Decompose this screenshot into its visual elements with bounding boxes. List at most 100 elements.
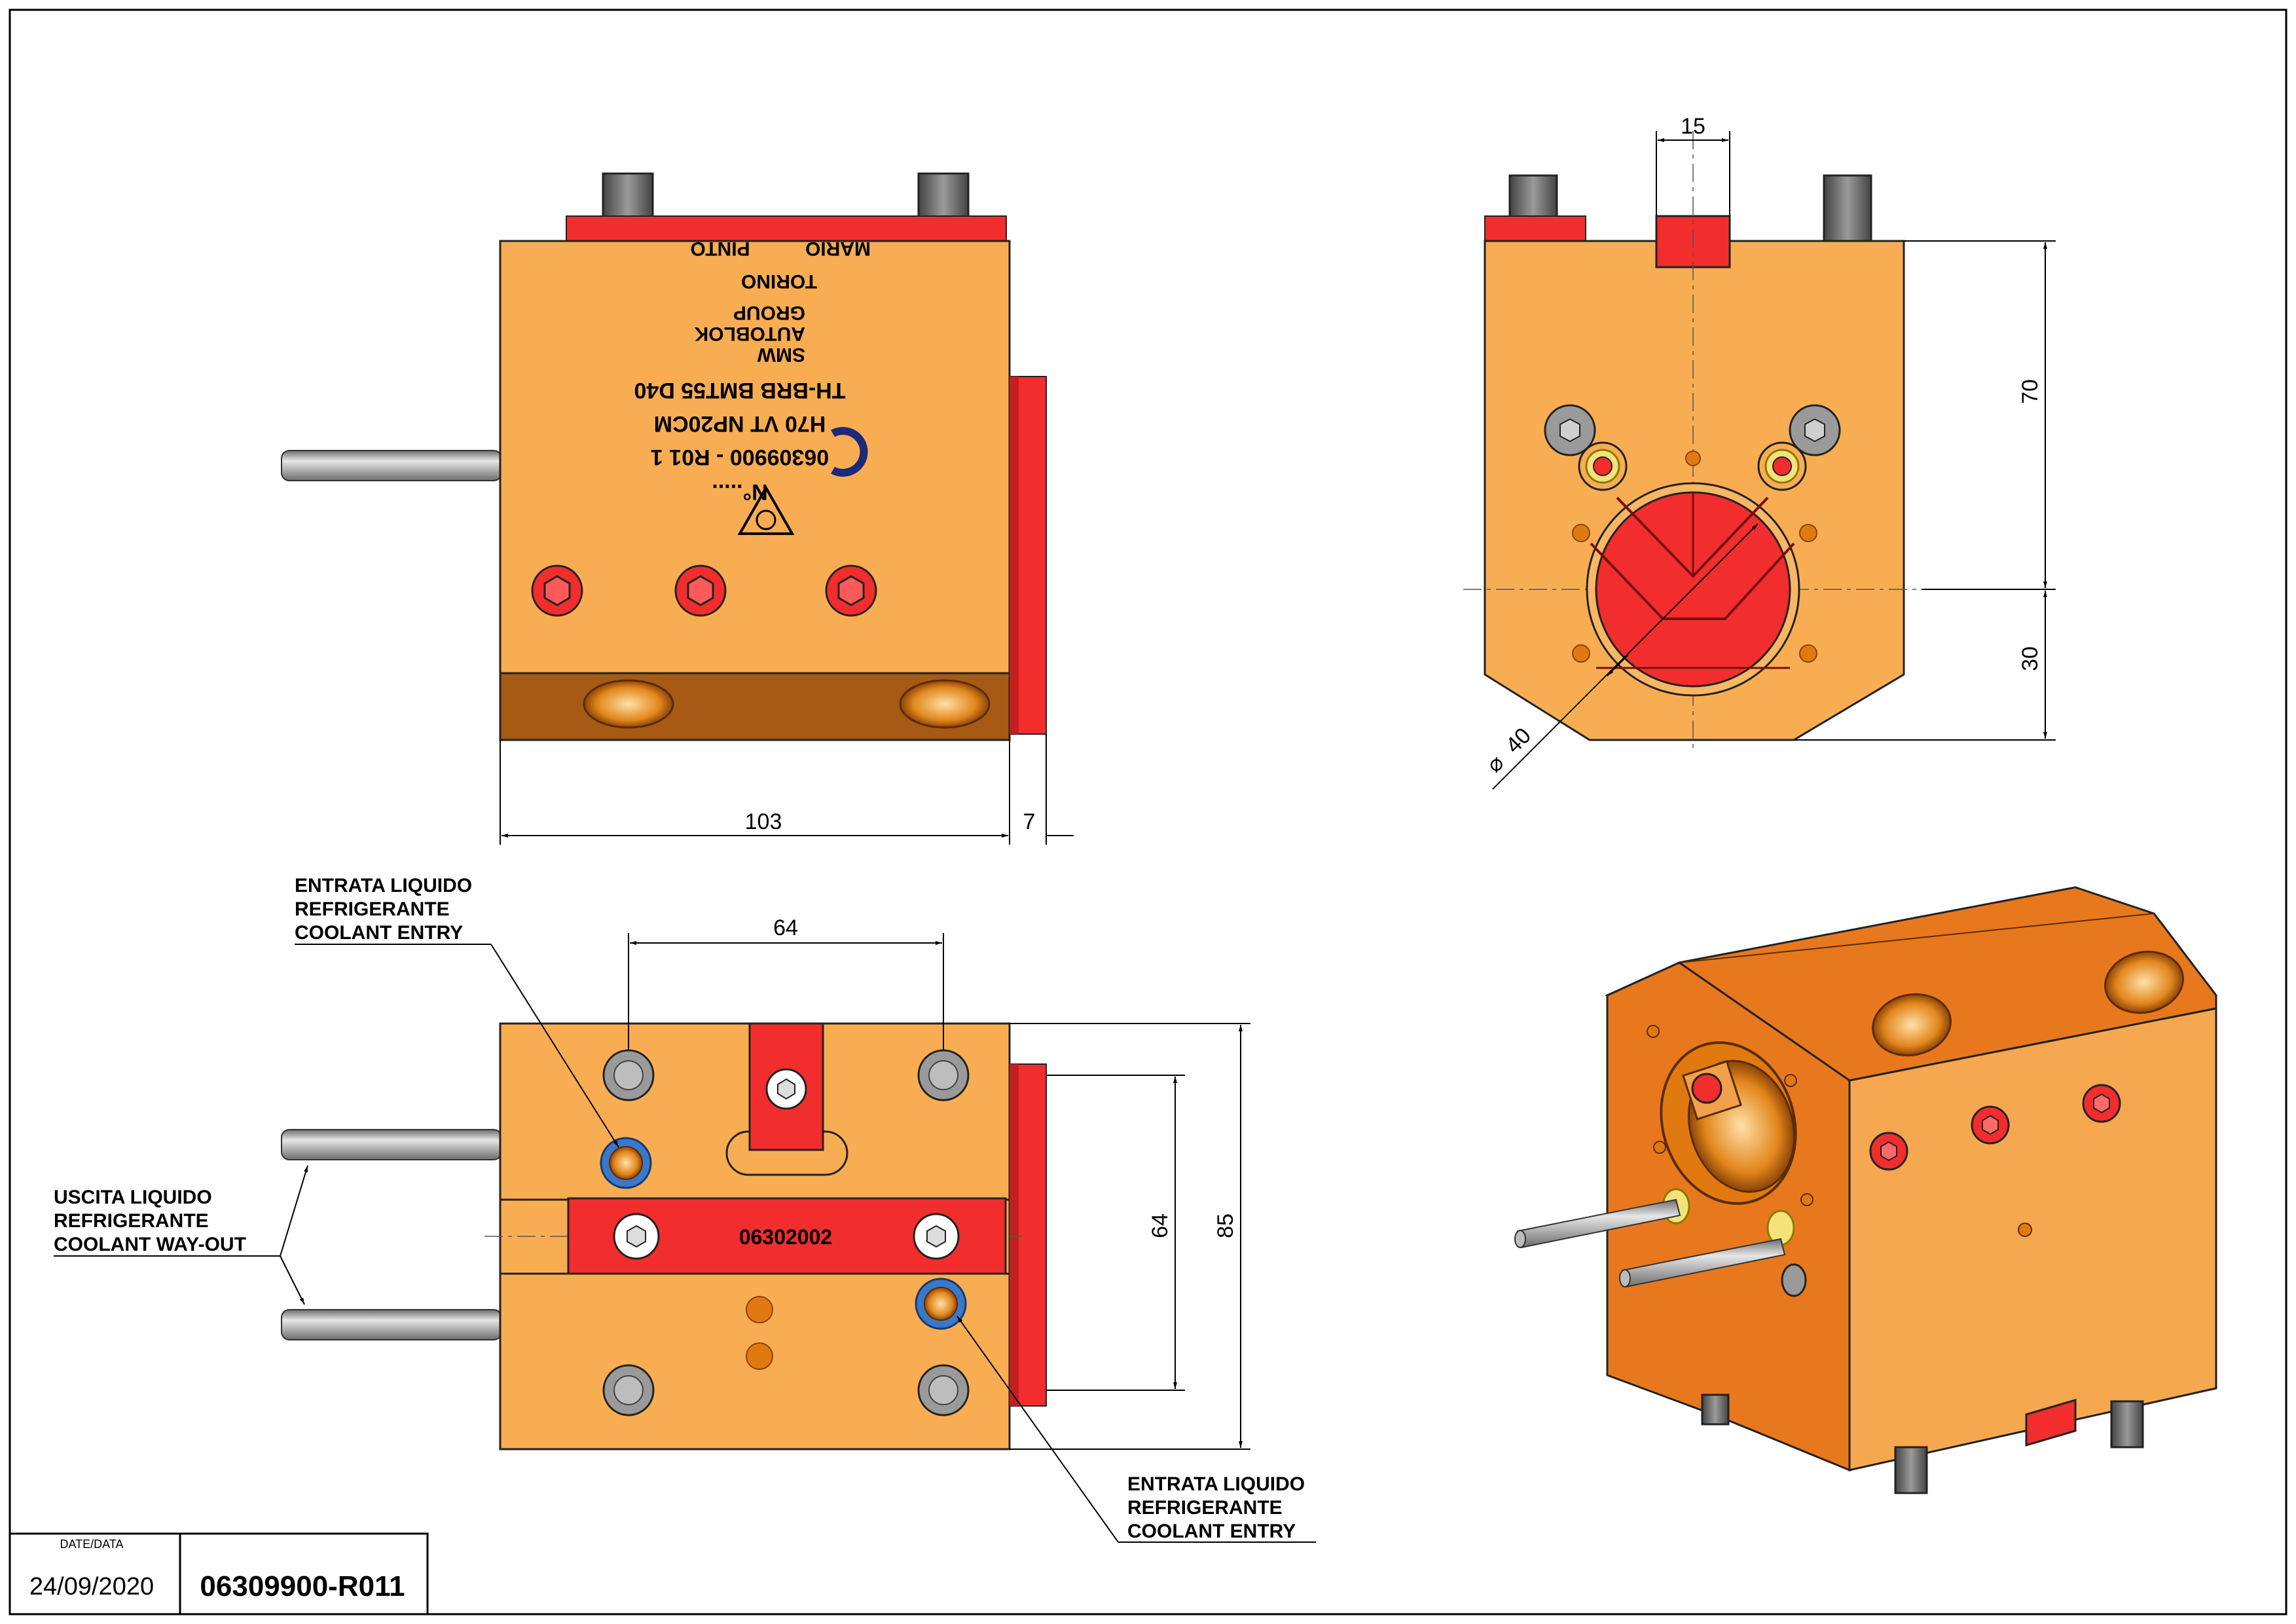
white-screw xyxy=(613,1213,660,1260)
hex-socket-screw xyxy=(1971,1105,2010,1145)
engraving-line-spec: H70 VT NP20CM xyxy=(654,411,826,436)
dim-lower: 30 xyxy=(2018,646,2043,671)
drawing-code: 06309900-R011 xyxy=(200,1570,405,1602)
hex-socket-screw xyxy=(674,564,727,617)
label-exit-line1: USCITA LIQUIDO xyxy=(54,1187,212,1208)
autoblok-logo-icon xyxy=(831,427,868,477)
small-hole xyxy=(1784,1074,1797,1087)
bolt xyxy=(1823,174,1872,249)
red-key-iso xyxy=(2025,1398,2077,1447)
side-view: 15 70 30 ⌀ 40 xyxy=(1463,114,2056,790)
engraving-torino: TORINO xyxy=(741,270,817,292)
holder-body xyxy=(499,240,1011,674)
diameter-leader xyxy=(1492,523,1758,790)
mario-pinto-logo-icon xyxy=(737,485,795,535)
small-hole xyxy=(1799,644,1817,663)
title-block: DATE/DATA 24/09/2020 06309900-R011 xyxy=(9,1532,429,1615)
v-groove xyxy=(1590,542,1795,620)
label-exit-line3: COOLANT WAY-OUT xyxy=(54,1234,246,1255)
label-entry-top-line1: ENTRATA LIQUIDO xyxy=(295,875,472,896)
coolant-bore xyxy=(583,679,674,729)
leader-line xyxy=(280,1255,305,1305)
iso-right-face xyxy=(1848,1007,2217,1471)
dim-upper: 70 xyxy=(2018,379,2043,404)
leader-line xyxy=(957,1316,1119,1543)
front-view: N°..... 06309900 - R01 1 H70 VT NP20CM T… xyxy=(281,172,1074,845)
engraving-smw: SMW xyxy=(757,344,805,365)
label-entry-top-line3: COOLANT ENTRY xyxy=(295,922,463,944)
grey-screw xyxy=(1544,404,1596,456)
coolant-entry-port xyxy=(600,1137,652,1189)
label-exit-line2: REFRIGERANTE xyxy=(54,1210,209,1232)
iso-edge xyxy=(1679,913,2155,963)
leader-line xyxy=(490,944,619,1148)
dim-key-width: 15 xyxy=(1681,114,1705,139)
engraving-autoblok: AUTOBLOK xyxy=(694,323,805,344)
dim-width: 103 xyxy=(745,809,782,834)
small-hole xyxy=(1647,1025,1660,1038)
title-block-frame xyxy=(9,1532,429,1615)
coolant-bore xyxy=(899,679,991,729)
engraving-pinto: PINTO xyxy=(690,238,750,259)
dim-diameter: 40 xyxy=(1501,723,1536,758)
coolant-tube xyxy=(281,1129,502,1160)
label-entry-bottom-line2: REFRIGERANTE xyxy=(1127,1497,1283,1519)
small-hole xyxy=(1685,451,1701,466)
engraving-mario: MARIO xyxy=(805,238,871,259)
hex-socket-screw xyxy=(1869,1132,1908,1171)
hex-socket-screw xyxy=(2082,1084,2121,1123)
label-entry-top-line2: REFRIGERANTE xyxy=(295,898,450,920)
small-hole xyxy=(1572,524,1590,542)
engraving-line-code: 06309900 - R01 1 xyxy=(651,445,829,470)
red-top-strip xyxy=(566,215,1007,242)
engraving-block: N°..... 06309900 - R01 1 H70 VT NP20CM T… xyxy=(634,238,871,504)
coolant-bore xyxy=(1872,993,1952,1057)
dim-holes-v: 64 xyxy=(1148,1213,1173,1238)
coolant-tube xyxy=(281,450,502,481)
hex-socket-screw xyxy=(1691,1073,1722,1104)
small-hole xyxy=(1800,1193,1813,1206)
red-side-flange-shade xyxy=(1010,1064,1019,1406)
tube-end xyxy=(1514,1230,1526,1248)
key-code: 06302002 xyxy=(739,1225,832,1249)
small-hole xyxy=(746,1296,773,1323)
hex-socket-screw xyxy=(825,564,877,617)
coolant-nozzle xyxy=(1757,441,1807,491)
top-view: 06302002 xyxy=(54,875,1316,1543)
coolant-entry-port xyxy=(915,1278,967,1330)
grey-screw xyxy=(602,1364,655,1416)
grey-screw xyxy=(917,1364,970,1416)
label-entry-bottom-line1: ENTRATA LIQUIDO xyxy=(1127,1473,1305,1495)
small-hole xyxy=(2018,1223,2032,1237)
grey-screw xyxy=(1789,404,1841,456)
drawing-date: 24/09/2020 xyxy=(29,1573,154,1600)
coolant-nozzle xyxy=(1578,441,1628,491)
small-hole xyxy=(746,1342,773,1370)
engraving-line-model: TH-BRB BMT55 D40 xyxy=(634,378,845,403)
leader-line xyxy=(280,1165,308,1257)
grey-screw xyxy=(602,1049,655,1101)
small-hole xyxy=(1799,524,1817,542)
dim-flange: 7 xyxy=(1023,809,1036,834)
coolant-tube xyxy=(281,1309,502,1340)
bolt xyxy=(1894,1446,1928,1494)
dim-height: 85 xyxy=(1213,1213,1238,1238)
bolt xyxy=(1701,1393,1730,1426)
date-label: DATE/DATA xyxy=(60,1538,123,1551)
coolant-bore xyxy=(2104,950,2184,1014)
diameter-symbol: ⌀ xyxy=(1482,750,1508,777)
small-hole xyxy=(1653,1141,1666,1154)
dim-holes-h: 64 xyxy=(773,915,798,940)
isometric-view xyxy=(1514,886,2217,1494)
engraving-group: GROUP xyxy=(733,302,805,323)
small-hole xyxy=(1572,644,1590,663)
bolt xyxy=(2110,1400,2144,1449)
hex-socket-screw xyxy=(531,564,583,617)
dim-diameter-group: ⌀ 40 xyxy=(1482,723,1536,777)
red-top-strip xyxy=(1484,215,1586,242)
tube-end xyxy=(1619,1269,1631,1287)
diameter-leader xyxy=(1607,654,1629,676)
grey-screw xyxy=(1781,1263,1807,1297)
sheet-border xyxy=(9,9,2287,1615)
